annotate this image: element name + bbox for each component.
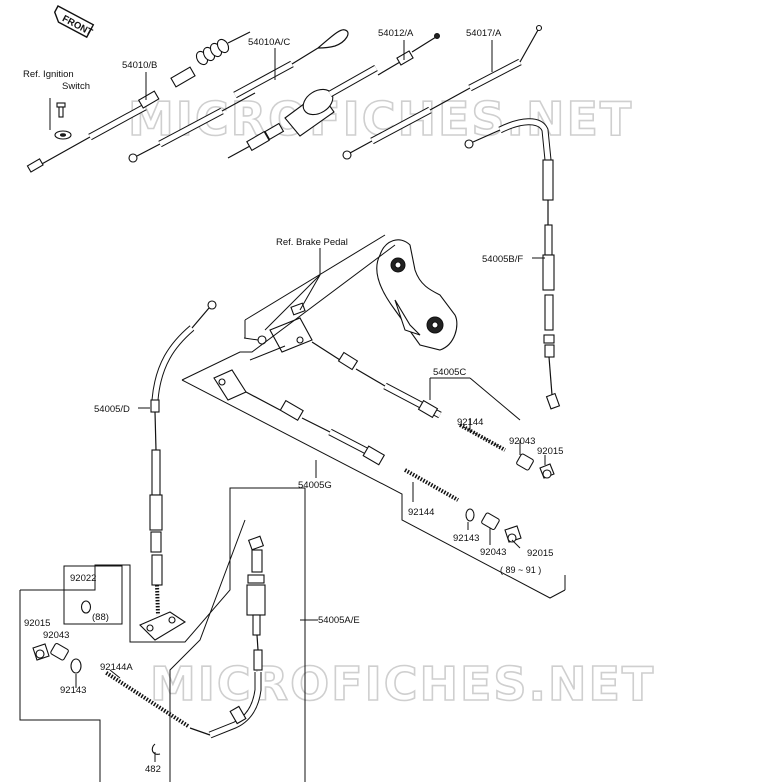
- label-92143-g: 92143: [453, 533, 479, 544]
- label-92144-c: 92144: [457, 417, 483, 428]
- watermark-bottom: MICROFICHES.NET: [150, 657, 655, 711]
- label-ref-brake-pedal: Ref. Brake Pedal: [276, 237, 348, 248]
- label-54017a: 54017/A: [466, 28, 502, 39]
- nut-92043-l-icon: [50, 642, 69, 661]
- cable-54005c: [311, 341, 555, 479]
- clevis-54005g-icon: [213, 369, 247, 401]
- label-years: ( 89 ~ 91 ): [500, 565, 541, 575]
- wing-nut-92015-l-icon: [32, 643, 50, 661]
- wing-nut-92015-c-icon: [539, 463, 555, 479]
- label-54010ac: 54010A/C: [248, 37, 290, 48]
- label-54010b: 54010/B: [122, 60, 157, 71]
- ignition-screw-icon: [56, 102, 66, 118]
- cable-54005d: [139, 300, 217, 641]
- cable-54005bf: [464, 118, 561, 410]
- label-54005g: 54005G: [298, 480, 332, 491]
- label-54005c: 54005C: [433, 367, 466, 378]
- cable-54010b: [26, 31, 251, 173]
- cable-bellows: [195, 38, 230, 66]
- label-92015-g: 92015: [527, 548, 553, 559]
- label-ref-ignition-line2: Switch: [62, 81, 90, 92]
- label-92043-c: 92043: [509, 436, 535, 447]
- cable-54010ac: [227, 29, 378, 159]
- label-92015-l: 92015: [24, 618, 50, 629]
- label-54005d: 54005/D: [94, 404, 130, 415]
- nut-92043-g-icon: [481, 512, 500, 531]
- label-482: 482: [145, 764, 161, 775]
- washer-92143-l-icon: [70, 658, 82, 674]
- wing-nut-92015-g-icon: [504, 525, 522, 543]
- label-54005ae: 54005A/E: [318, 615, 360, 626]
- leader-lines: [75, 40, 546, 762]
- label-92043-g: 92043: [480, 547, 506, 558]
- front-arrow-icon: FRONT: [53, 5, 94, 39]
- box-92022: [63, 565, 123, 625]
- label-54005bf: 54005B/F: [482, 254, 523, 265]
- label-92144-g: 92144: [408, 507, 434, 518]
- threaded-rod-icon: [459, 423, 506, 452]
- nut-92043-c-icon: [516, 453, 534, 471]
- ignition-washer-icon: [54, 130, 72, 140]
- label-ref-ignition-line1: Ref. Ignition: [23, 69, 74, 80]
- washer-92143-g-icon: [465, 508, 475, 522]
- clip-482-icon: [151, 743, 161, 755]
- label-92022: 92022: [70, 573, 96, 584]
- cable-54012a: [342, 33, 440, 160]
- label-54012a: 54012/A: [378, 28, 414, 39]
- bracket-54005d-icon: [139, 611, 187, 641]
- label-88: (88): [92, 612, 109, 623]
- label-92043-l: 92043: [43, 630, 69, 641]
- cable-54005g: [213, 369, 522, 543]
- brake-clevis-icon: [243, 302, 313, 353]
- label-92015-c: 92015: [537, 446, 563, 457]
- cable-54017a: [429, 24, 543, 111]
- label-92144a: 92144A: [100, 662, 133, 673]
- brake-frame: [244, 234, 386, 338]
- brake-pedal-icon: [376, 239, 458, 351]
- group-frame-54005g: [181, 244, 566, 599]
- cable-54010b-lower: [128, 92, 256, 163]
- label-92143-l: 92143: [60, 685, 86, 696]
- cable-54005ae: [103, 535, 266, 755]
